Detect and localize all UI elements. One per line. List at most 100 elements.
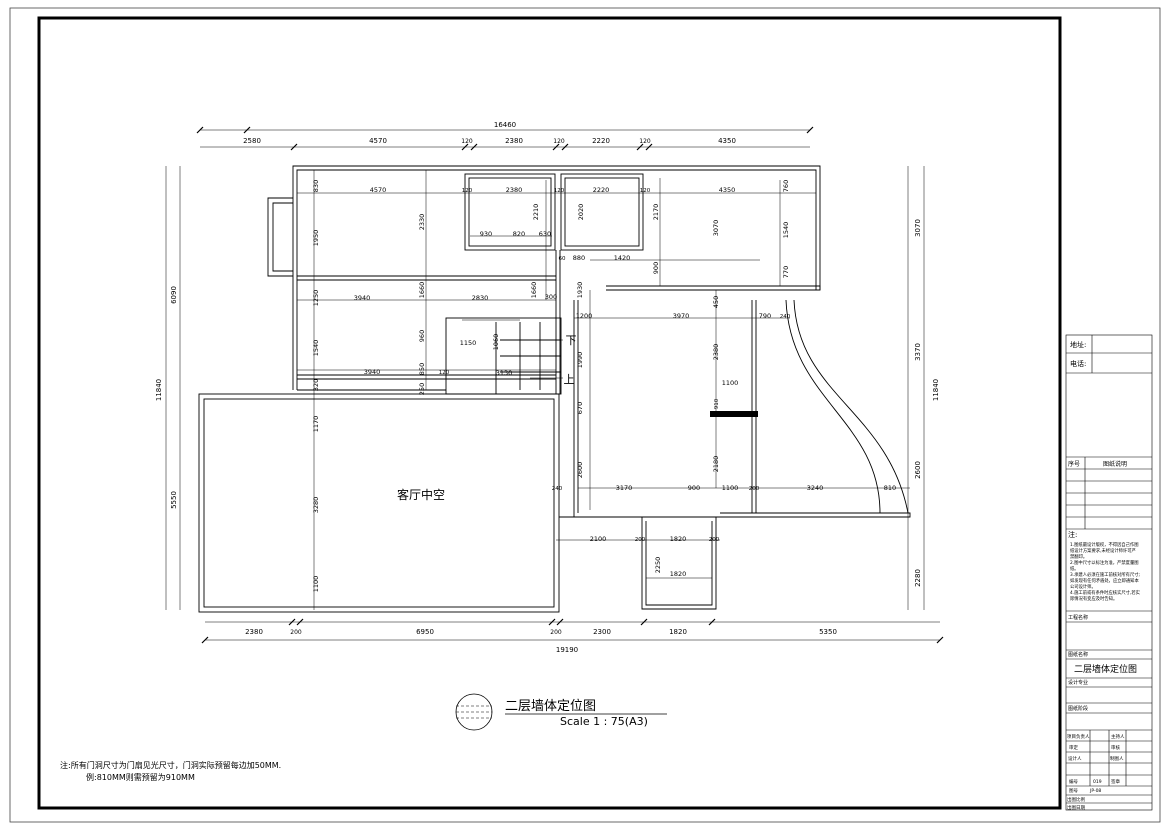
dim-i-1820a: 1820 (670, 535, 687, 543)
drawing-scale: Scale 1 : 75(A3) (560, 715, 648, 728)
scale-label: 出图比例 (1067, 796, 1085, 803)
dim-i-240a: 240 (780, 314, 791, 320)
bottom-dimension-text: 2380 200 6950 200 2300 1820 5350 19190 (245, 628, 837, 654)
discipline-label: 设计专业 (1068, 679, 1088, 686)
dim-i-2250: 2250 (654, 557, 662, 574)
dim-i-450: 450 (712, 296, 720, 308)
phone-label: 电话: (1070, 359, 1086, 368)
dim-i-820: 820 (513, 230, 525, 238)
dim-i-1060: 1060 (492, 334, 500, 351)
dim-bottom-3: 6950 (416, 628, 434, 636)
dim-bottom-total: 19190 (556, 646, 578, 654)
dim-i-1660a: 1660 (418, 282, 426, 299)
dim-i-1990: 1990 (576, 352, 584, 369)
stair-arrows (530, 339, 563, 379)
dim-i-1420: 1420 (614, 254, 631, 262)
dim-i-2600: 2600 (576, 462, 584, 479)
floor-plan-walls (198, 165, 911, 613)
dim-i-2220: 2220 (593, 186, 610, 194)
dim-i-1250: 1250 (312, 290, 320, 307)
note-line-7: 如发现有任何矛盾处，应立即通知本 (1070, 577, 1139, 584)
dim-i-3940b: 3940 (364, 368, 381, 376)
dim-i-3280: 3280 (312, 497, 320, 514)
note-line-8: 公司设计师。 (1070, 583, 1096, 590)
dim-bottom-6: 1820 (669, 628, 687, 636)
dim-i-1170: 1170 (312, 416, 320, 433)
note-line-3: 禁翻印。 (1070, 553, 1087, 560)
checker-label: 审核 (1111, 744, 1120, 751)
dim-i-300: 300 (545, 293, 557, 301)
dim-i-670: 670 (576, 402, 584, 414)
stair-up-label: 上 (564, 373, 575, 386)
note-line-one: 注:所有门洞尺寸为门扇见光尺寸，门洞实际预留每边加50MM. (60, 760, 281, 770)
number-value: 019 (1093, 779, 1102, 785)
dim-i-200c: 200 (749, 486, 760, 492)
project-lead-label: 项目负责人 (1067, 733, 1090, 740)
note-line-5: 纸。 (1070, 565, 1079, 572)
dim-i-4570: 4570 (370, 186, 387, 194)
dim-right-1: 3070 (914, 219, 922, 237)
dim-top-3: 120 (461, 138, 473, 145)
dim-i-120b: 120 (554, 188, 565, 194)
dim-i-250: 250 (418, 383, 426, 395)
dim-i-120: 120 (439, 370, 450, 376)
stage-label: 图纸阶段 (1068, 705, 1088, 712)
beam-marker (710, 411, 758, 417)
dim-top-8: 4350 (718, 137, 736, 145)
stair-down-label: 下 (566, 334, 577, 347)
dim-i-830: 830 (312, 180, 320, 192)
designer-label: 设计人 (1068, 755, 1082, 762)
dim-top-1: 2580 (243, 137, 261, 145)
drawing-name: 二层墙体定位图 (1074, 663, 1137, 675)
dim-top-total: 16460 (494, 121, 516, 129)
dim-i-2330: 2330 (418, 214, 426, 231)
dim-i-960: 960 (418, 330, 426, 342)
dim-top-2: 4570 (369, 137, 387, 145)
dimension-ticks (196, 126, 944, 644)
dim-right-2: 3370 (914, 343, 922, 361)
dim-i-1930: 1930 (576, 282, 584, 299)
dim-i-1540: 1540 (312, 340, 320, 357)
dim-top-5: 120 (553, 138, 565, 145)
dim-i-1950: 1950 (312, 230, 320, 247)
dim-i-790: 790 (759, 312, 771, 320)
reviewer-label: 审定 (1069, 744, 1078, 751)
dim-bottom-2: 200 (290, 629, 302, 636)
dim-i-880: 880 (573, 254, 585, 262)
drawing-frame (37, 16, 1062, 810)
title-block (1065, 334, 1153, 811)
dim-i-1540b: 1540 (782, 222, 790, 239)
dim-i-760: 760 (782, 180, 790, 192)
dim-i-2380: 2380 (506, 186, 523, 194)
dim-i-3170: 3170 (616, 484, 633, 492)
dim-top-6: 2220 (592, 137, 610, 145)
dim-bottom-7: 5350 (819, 628, 837, 636)
drawing-title-group: 二层墙体定位图 Scale 1 : 75(A3) (455, 693, 667, 731)
dim-i-2380: 2380 (712, 344, 720, 361)
seq-header: 序号 (1068, 460, 1080, 468)
dim-i-2210: 2210 (532, 204, 540, 221)
drafter-label: 制图人 (1110, 755, 1124, 762)
sheet-label: 图号 (1069, 788, 1078, 794)
dimension-lines (165, 129, 940, 641)
dim-i-900a: 900 (652, 262, 660, 274)
dim-right-3: 2600 (914, 461, 922, 479)
project-name-label: 工程名称 (1068, 614, 1088, 621)
date-label: 出图日期 (1067, 804, 1085, 811)
note-line-4: 2.图中尺寸以标注为准，严禁度量图 (1070, 559, 1139, 566)
dim-i-240b: 240 (552, 486, 563, 492)
notes-title: 注: (1068, 530, 1077, 539)
dim-i-120a: 120 (462, 188, 473, 194)
dim-i-1100b: 1100 (722, 484, 739, 492)
dim-left-total: 11840 (155, 379, 163, 401)
note-line-2: 纸设计方案要求,未经设计师许可严 (1070, 547, 1137, 554)
dim-i-2100: 2100 (590, 535, 607, 543)
dim-bottom-5: 2300 (593, 628, 611, 636)
note-line-1: 1.图纸最设计版权，不得因自己作图 (1070, 541, 1139, 548)
dim-i-1100a: 1100 (722, 379, 739, 387)
dim-i-200e: 200 (709, 537, 720, 543)
dim-i-770: 770 (782, 266, 790, 278)
dim-i-320: 320 (312, 379, 320, 391)
dim-left-2: 5550 (170, 491, 178, 509)
